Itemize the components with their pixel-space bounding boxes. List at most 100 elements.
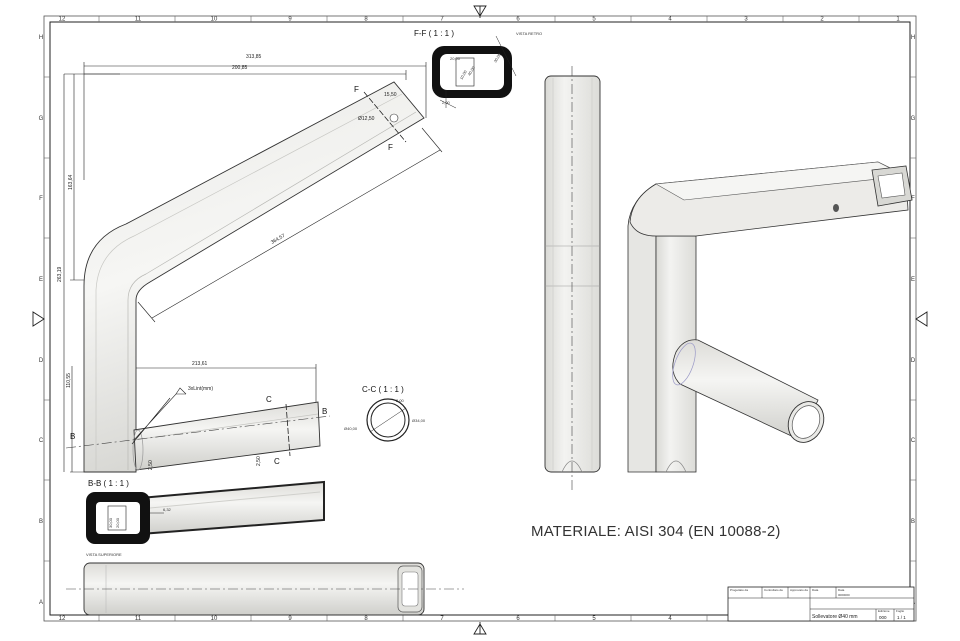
- section-ff-view: F-F ( 1 : 1 ) VISTA RETRO 30,00 20,00 40…: [414, 29, 542, 109]
- side-view-hole-bottom: [561, 460, 583, 473]
- tb-size-value: 000: [879, 615, 887, 620]
- material-note: MATERIALE: AISI 304 (EN 10088-2): [531, 523, 781, 540]
- zone-col-label: 9: [288, 17, 292, 23]
- dim-text: Ø40,00: [344, 426, 358, 431]
- zone-col-label: 4: [668, 616, 672, 622]
- zone-row-label: E: [911, 277, 915, 283]
- section-letter: F: [354, 85, 359, 94]
- zone-col-label: 5: [592, 616, 596, 622]
- iso-side-tube-bore: [791, 405, 821, 439]
- tb-description: Sollevatore Ø40 mm: [812, 614, 858, 620]
- zone-col-label: 8: [364, 616, 368, 622]
- tb-header: Data: [812, 588, 819, 592]
- zone-row-label: G: [39, 116, 44, 122]
- zone-col-label: 2: [820, 17, 824, 23]
- section-cc-outer: [366, 398, 410, 442]
- zone-row-label: B: [39, 519, 43, 525]
- dim-text: 3xLint(mm): [188, 386, 213, 392]
- zone-row-label: A: [39, 600, 43, 606]
- zone-row-label: C: [911, 438, 916, 444]
- zone-row-label: H: [911, 35, 915, 41]
- zone-row-label: B: [911, 519, 915, 525]
- section-letter: C: [266, 395, 272, 404]
- side-tube: [133, 401, 321, 471]
- section-line-c: [285, 403, 291, 457]
- section-cc-inner: [370, 402, 406, 438]
- inner-frame: [49, 21, 911, 616]
- tube-hole: [389, 113, 399, 123]
- top-view: VISTA SUPERIORE: [66, 552, 464, 616]
- section-bb-view: B-B ( 1 : 1 ) 6,32 30,00 20,00: [86, 479, 325, 544]
- tb-sheet-value: 1 / 1: [897, 615, 906, 620]
- section-letter: B: [70, 432, 75, 441]
- zone-col-label: 10: [211, 616, 218, 622]
- dim-text: 40,00: [467, 65, 477, 77]
- dim-text: Ø34,00: [412, 418, 426, 423]
- zone-col-label: 9: [288, 616, 292, 622]
- zone-col-label: 11: [135, 17, 142, 23]
- dim-text: 30,00: [108, 517, 113, 528]
- zone-row-label: F: [39, 196, 43, 202]
- section-ff-dims-lines: [439, 35, 517, 109]
- dim-text: 364,57: [270, 233, 286, 246]
- zone-col-label: 11: [135, 616, 142, 622]
- tb-header: Approvato da: [790, 588, 808, 592]
- top-view-label: VISTA SUPERIORE: [86, 552, 122, 557]
- dim-text: 6,32: [163, 507, 172, 512]
- centering-arrow-left: [32, 311, 45, 327]
- dim-text: 30,00: [493, 52, 503, 64]
- iso-vertical-bottom-hole: [665, 460, 687, 473]
- iso-arm-hole: [833, 204, 839, 212]
- zone-col-label: 7: [440, 616, 444, 622]
- zone-row-label: E: [39, 277, 43, 283]
- title-block-frame: [727, 586, 915, 622]
- zone-col-label: 12: [59, 17, 66, 23]
- zone-row-label: D: [39, 358, 44, 364]
- zone-row-label: H: [39, 35, 43, 41]
- section-cc-dims: 2,00 Ø40,00 Ø34,00: [344, 398, 426, 431]
- dim-text: 20,00: [450, 56, 461, 61]
- section-letter: B: [322, 407, 327, 416]
- dim-text: 15,50: [384, 92, 397, 98]
- tb-header: Data: [838, 588, 845, 592]
- dim-text: 2,00: [442, 100, 451, 105]
- side-view: [544, 66, 601, 490]
- zone-row-label: G: [911, 116, 916, 122]
- surface-symbol: [175, 387, 187, 395]
- section-ff-dims: 30,00 20,00 40,00 2,00 10,00: [442, 52, 502, 105]
- dim-text: 2,50: [256, 456, 262, 466]
- title-block-texts: Progettato da Controllato da Approvato d…: [730, 588, 905, 613]
- centering-arrow-bottom: [473, 622, 487, 635]
- zone-col-label: 5: [592, 17, 596, 23]
- bent-tube-highlight: [95, 93, 403, 470]
- tb-sheet-label: Foglio: [896, 609, 905, 613]
- centering-arrow-top: [473, 5, 487, 18]
- title-block: Progettato da Controllato da Approvato d…: [727, 586, 915, 622]
- dim-text: 163,64: [68, 174, 74, 190]
- section-ff-label: F-F ( 1 : 1 ): [414, 29, 454, 38]
- section-ff-hole: [455, 57, 475, 87]
- section-line-f: [363, 91, 407, 143]
- dim-text: 263,19: [57, 266, 63, 282]
- zone-row-label: C: [39, 438, 44, 444]
- title-block-grid: [728, 587, 914, 621]
- dim-text: 200,85: [232, 65, 248, 71]
- dim-text: 20,00: [115, 517, 120, 528]
- section-bb-hole: [107, 505, 127, 531]
- zone-col-label: 4: [668, 17, 672, 23]
- dim-text: Ø12,50: [358, 116, 375, 122]
- tb-part-id: 0000000: [838, 593, 850, 597]
- main-center-line: [65, 415, 331, 449]
- zone-labels-top: 12 11 10 9 8 7 6 5 4 3 2 1: [59, 17, 901, 23]
- dim-text: 313,85: [246, 54, 262, 60]
- bent-tube-body: [83, 81, 425, 473]
- dim-text: 213,61: [192, 361, 208, 367]
- tb-size-label: Edizione: [878, 609, 890, 613]
- iso-arm-end-hole: [877, 172, 906, 199]
- section-cc-view: C-C ( 1 : 1 ) 2,00 Ø40,00 Ø34,00: [344, 385, 426, 442]
- section-cc-leader: [369, 407, 407, 433]
- zone-row-label: D: [911, 358, 916, 364]
- isometric-view: [627, 161, 913, 473]
- section-bb-tube-edge: [149, 491, 321, 509]
